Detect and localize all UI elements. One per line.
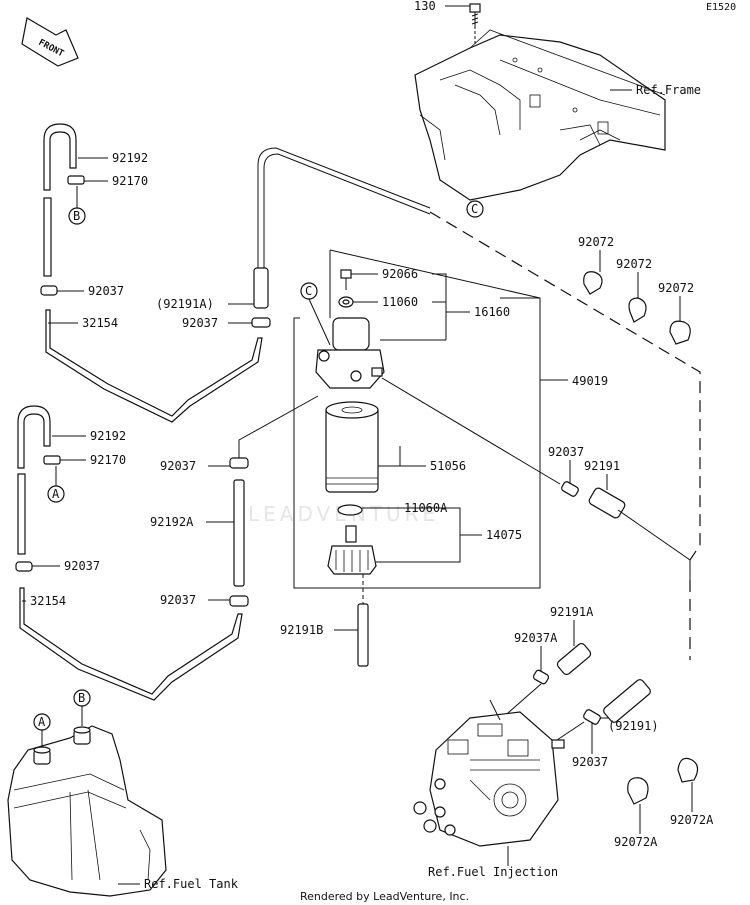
callout-a-tank (33, 713, 51, 731)
hose-92191B (357, 603, 369, 667)
clamp-92037-top (40, 285, 58, 296)
callout-b-tank (73, 689, 91, 707)
callout-b-top (68, 207, 86, 225)
label-92192-top: 92192 (112, 151, 148, 165)
filter-head (315, 317, 385, 389)
clamp-92037-left (229, 457, 249, 469)
callout-a-left (47, 485, 65, 503)
label-49019: 49019 (572, 374, 608, 388)
pipe-49019 (429, 211, 701, 561)
ref-fuel-injection: Ref.Fuel Injection (428, 865, 558, 879)
clamp-92037A (532, 669, 550, 685)
clamp-92072-3 (669, 320, 691, 345)
label-92037-bl: 92037 (64, 559, 100, 573)
label-92191A-paren: (92191A) (156, 297, 214, 311)
clamp-92037-mid (251, 317, 271, 328)
hose-upper-left (43, 197, 52, 277)
label-92191: 92191 (584, 459, 620, 473)
hose-lower-left (17, 473, 26, 555)
fuel-tank (7, 725, 167, 897)
ref-frame: Ref.Frame (636, 83, 701, 97)
washer-11060 (338, 296, 354, 308)
fuel-injection-pump (413, 699, 565, 847)
hose-92192A (233, 479, 245, 587)
label-16160: 16160 (474, 305, 510, 319)
clamp-92037-bot (583, 709, 601, 725)
label-92037-bot: 92037 (572, 755, 608, 769)
label-92072A-1: 92072A (614, 835, 658, 849)
clamp-92037-right (561, 481, 579, 497)
front-arrow-icon: FRONT (21, 17, 79, 67)
label-14075: 14075 (486, 528, 522, 542)
label-92192-low: 92192 (90, 429, 126, 443)
label-92072-2: 92072 (616, 257, 652, 271)
clamp-92037-bl (15, 561, 33, 572)
bowl-14075 (327, 525, 377, 575)
label-92037-left: 92037 (160, 459, 196, 473)
clamp-92037-bm (229, 595, 249, 607)
label-32154-low: 32154 (30, 594, 66, 608)
label-92170-top: 92170 (112, 174, 148, 188)
frame-drawing (414, 29, 666, 201)
callout-c-filter-letter: C (305, 284, 312, 298)
diagram-code: E1520 (706, 2, 736, 13)
label-92191A: 92191A (550, 605, 594, 619)
pipe-32154-top (45, 309, 263, 423)
callout-b-top-letter: B (73, 209, 80, 223)
clamp-92072A-2 (677, 757, 699, 783)
clamp-92072-2 (628, 297, 647, 323)
callout-c-frame (466, 200, 484, 218)
label-92037-right: 92037 (548, 445, 584, 459)
clamp-92170-top (67, 175, 85, 185)
label-92037-top: 92037 (88, 284, 124, 298)
hose-92191A (556, 642, 592, 676)
hose-92192-low (17, 405, 51, 469)
hose-92191-paren (603, 679, 651, 723)
footer-text: Rendered by LeadVenture, Inc. (300, 890, 469, 903)
hose-92191A-paren (253, 147, 431, 309)
hose-92192-top (43, 123, 77, 191)
bolt-92066 (340, 269, 352, 290)
label-32154-top: 32154 (82, 316, 118, 330)
oring-11060A (337, 504, 363, 516)
label-92192A: 92192A (150, 515, 194, 529)
label-92072A-2: 92072A (670, 813, 714, 827)
label-92072-1: 92072 (578, 235, 614, 249)
label-92191B: 92191B (280, 623, 323, 637)
pipe-32154-low (19, 587, 243, 701)
label-92066: 92066 (382, 267, 418, 281)
clamp-92072-1 (583, 271, 603, 295)
hose-92191 (588, 487, 626, 519)
clamp-92170-low (43, 455, 61, 465)
ref-fuel-tank: Ref.Fuel Tank (144, 877, 239, 891)
callout-a-tank-letter: A (38, 715, 46, 729)
label-92170-low: 92170 (90, 453, 126, 467)
callout-a-left-letter: A (52, 487, 60, 501)
label-92037-bm: 92037 (160, 593, 196, 607)
label-92072-3: 92072 (658, 281, 694, 295)
label-11060: 11060 (382, 295, 418, 309)
clamp-92072A-1 (627, 777, 649, 805)
label-92037A: 92037A (514, 631, 558, 645)
filter-element-51056 (325, 401, 379, 493)
callout-b-tank-letter: B (78, 691, 85, 705)
callout-c-frame-letter: C (471, 202, 478, 216)
label-92037-mid: 92037 (182, 316, 218, 330)
label-51056: 51056 (430, 459, 466, 473)
label-130: 130 (414, 0, 436, 13)
label-92191-paren: (92191) (608, 719, 659, 733)
